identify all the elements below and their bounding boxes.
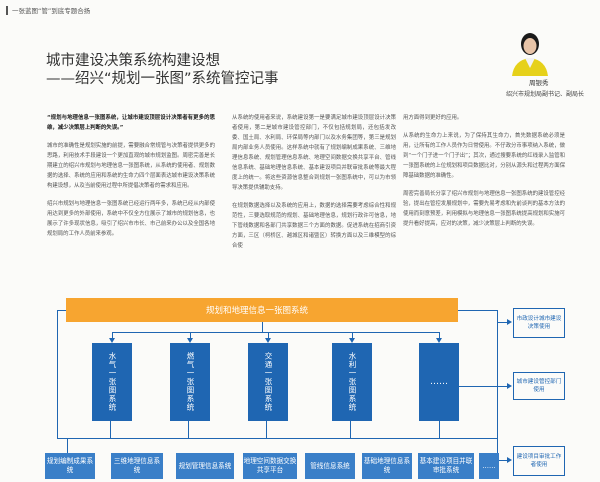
bottom-more-label: …… xyxy=(482,461,496,470)
subsystem-label: 交通一张图系统 xyxy=(264,352,273,412)
author-photo xyxy=(512,33,548,76)
connector-line xyxy=(67,438,68,453)
bottom-box-more: …… xyxy=(479,453,499,479)
arrow-down-icon xyxy=(436,338,442,343)
bottom-box: 管线信息系统 xyxy=(305,453,355,479)
bottom-box-label: 地理空间数据交换共享平台 xyxy=(243,457,297,474)
side-box-approval: 建设项目审批工作者使用 xyxy=(513,446,565,476)
bottom-box-label: 三维地理信息系统 xyxy=(113,457,161,474)
bottom-box: 基本建设项目并联审批系统 xyxy=(418,453,474,479)
author-title: 绍兴市规划局副书记、副局长 xyxy=(505,91,584,98)
connector-line xyxy=(497,310,498,460)
lead-paragraph: “规划与地理信息一张图系统，让城市建设顶层设计决策者有更多的思维，减少决策层上判… xyxy=(47,115,215,131)
connector-line xyxy=(439,332,440,338)
article-title: 城市建设决策系统构建设想 ——绍兴“规划一张图”系统管控记事 xyxy=(46,52,279,88)
side-box-label: 城市建设管控部门使用 xyxy=(516,379,562,393)
connector-line xyxy=(352,332,353,338)
connector-line xyxy=(110,421,111,438)
bottom-box: 基础地理信息系统 xyxy=(362,453,412,479)
connector-line xyxy=(57,438,67,439)
subsystem-label: 燃气一张图系统 xyxy=(186,352,195,412)
paragraph: 从系统的使用者来说，系统建设第一是要满足城市建设顶层设计决策者使用，第二是城市建… xyxy=(232,115,396,191)
text-column-2: 从系统的使用者来说，系统建设第一是要满足城市建设顶层设计决策者使用，第二是城市建… xyxy=(232,113,396,259)
bottom-box-label: 基本建设项目并联审批系统 xyxy=(419,457,473,474)
top-system-box: 规划和地理信息一张图系统 xyxy=(66,298,458,322)
bottom-box: 地理空间数据交换共享平台 xyxy=(243,453,297,479)
connector-line xyxy=(497,460,507,461)
connector-line xyxy=(266,421,267,438)
connector-line xyxy=(497,322,507,323)
bottom-box-label: 基础地理信息系统 xyxy=(363,457,411,474)
connector-line xyxy=(67,438,497,439)
header-text: 一张蓝图“管”到底专题合扬 xyxy=(12,7,91,15)
title-line-2: ——绍兴“规划一张图”系统管控记事 xyxy=(46,71,279,87)
connector-line xyxy=(350,421,351,438)
subsystem-box-gas: 燃气一张图系统 xyxy=(170,343,210,421)
connector-line xyxy=(112,332,113,338)
connector-line xyxy=(458,310,498,311)
connector-line xyxy=(57,310,66,311)
connector-line xyxy=(57,310,58,438)
arrow-down-icon xyxy=(265,338,271,343)
arrow-down-icon xyxy=(349,338,355,343)
subsystem-label: 水气一张图系统 xyxy=(108,352,117,412)
connector-line xyxy=(268,332,269,338)
arrow-down-icon xyxy=(187,338,193,343)
subsystem-label: 水利一张图系统 xyxy=(348,352,357,412)
bottom-box: 三维地理信息系统 xyxy=(111,453,163,479)
subsystem-box-hydro: 水利一张图系统 xyxy=(332,343,372,421)
arrow-right-icon xyxy=(507,319,512,325)
top-system-label: 规划和地理信息一张图系统 xyxy=(206,306,309,316)
paragraph: 周密完善局长分享了绍兴市规划与地理信息一张图系统的建设管控经验，提出在管控发展规… xyxy=(403,191,565,227)
text-column-3: 用方面得到更好的应用。 从系统的生命力上来说，为了保持其生命力，首先数据系统必须… xyxy=(403,113,565,237)
side-box-control: 城市建设管控部门使用 xyxy=(513,372,565,400)
side-box-label: 市政设计城市建设决策使用 xyxy=(516,316,562,330)
header-bar xyxy=(6,5,8,15)
paragraph: 用方面得到更好的应用。 xyxy=(403,115,463,121)
paragraph: 从系统的生命力上来说，为了保持其生命力，首先数据系统必须是用，让所有的工作人员作… xyxy=(403,133,565,179)
connector-line xyxy=(439,421,440,438)
paragraph: 绍兴市规划与地理信息一张图系统已经运行两年多，系统已经从内部使用达到更多的外部使… xyxy=(47,201,215,237)
page-header: 一张蓝图“管”到底专题合扬 xyxy=(6,4,90,16)
subsystem-box-traffic: 交通一张图系统 xyxy=(248,343,288,421)
connector-line xyxy=(188,421,189,438)
paragraph: 在规划数据选择以及系统的应用上，数据的选择需要考虑综合性和规范性，三要选取规范的… xyxy=(232,203,396,249)
connector-line xyxy=(262,322,263,332)
subsystem-more-label: …… xyxy=(430,377,448,387)
connector-line xyxy=(190,332,191,338)
connector-line xyxy=(459,386,507,387)
arrow-right-icon xyxy=(507,457,512,463)
bottom-box-label: 管线信息系统 xyxy=(310,461,350,470)
bottom-box: 规划编制成果系统 xyxy=(45,453,95,479)
bottom-box: 规划管理信息系统 xyxy=(176,453,234,479)
paragraph: 城市的准确性是规划实施的前提，需要融合常规管与决策者提供更多的思路，利用技术手段… xyxy=(47,143,215,189)
side-box-label: 建设项目审批工作者使用 xyxy=(516,454,562,468)
subsystem-box-water: 水气一张图系统 xyxy=(92,343,132,421)
text-column-1: “规划与地理信息一张图系统，让城市建设顶层设计决策者有更多的思维，减少决策层上判… xyxy=(47,113,215,247)
bottom-box-label: 规划管理信息系统 xyxy=(178,461,232,470)
arrow-down-icon xyxy=(109,338,115,343)
side-box-decision: 市政设计城市建设决策使用 xyxy=(513,308,565,338)
bottom-box-label: 规划编制成果系统 xyxy=(46,457,94,474)
subsystem-box-more: …… xyxy=(419,343,459,421)
arrow-right-icon xyxy=(507,383,512,389)
author-name: 周银秀 xyxy=(529,79,549,87)
title-line-1: 城市建设决策系统构建设想 xyxy=(46,53,220,69)
connector-line xyxy=(112,332,440,333)
